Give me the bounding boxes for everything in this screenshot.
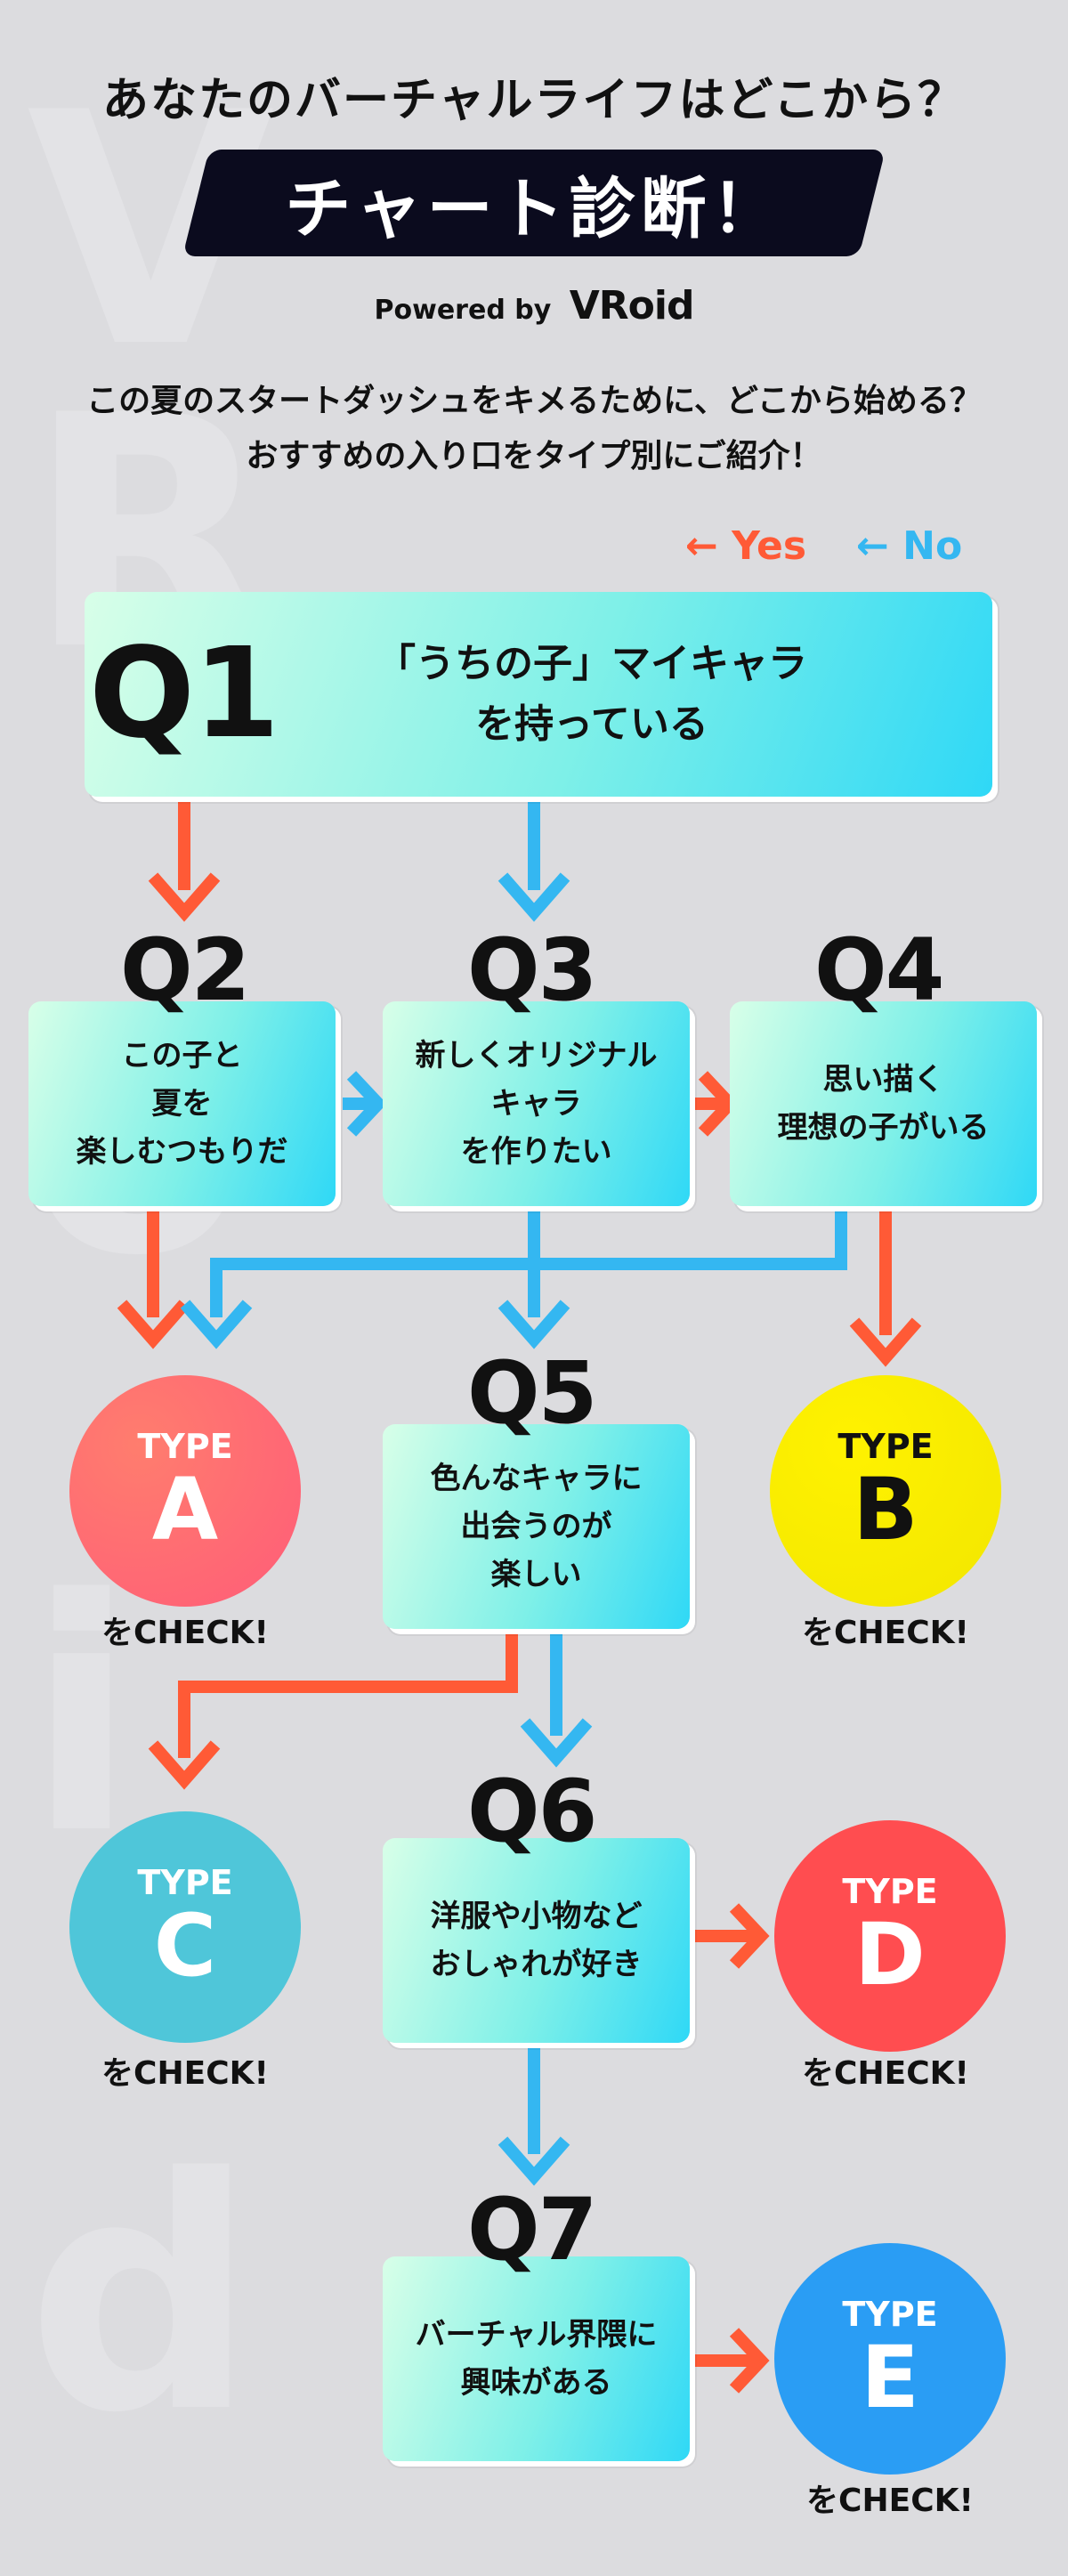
type-b-circle: TYPE B: [770, 1375, 1001, 1607]
arrow-q5-c: [178, 1629, 518, 1758]
type-c-word: TYPE: [137, 1863, 233, 1902]
question-4-label: Q4: [814, 920, 944, 1020]
type-e-check: をCHECK!: [806, 2483, 974, 2519]
type-a-letter: A: [151, 1460, 219, 1559]
q2-line-2: 夏を: [151, 1086, 213, 1122]
q7-line-1: バーチャル界隈に: [415, 2317, 658, 2353]
q5-line-2: 出会うのが: [460, 1509, 612, 1544]
type-c-letter: C: [153, 1896, 217, 1996]
question-3-box: 新しくオリジナル キャラ を作りたい: [383, 1001, 690, 1206]
type-a-circle: TYPE A: [69, 1375, 301, 1607]
type-d-circle: TYPE D: [774, 1820, 1006, 2052]
q2-line-3: 楽しむつもりだ: [76, 1134, 288, 1170]
question-3-label: Q3: [467, 920, 597, 1020]
q3-line-1: 新しくオリジナル: [415, 1038, 658, 1073]
type-a-check: をCHECK!: [101, 1615, 269, 1651]
arrowhead-q1-q2: [148, 872, 221, 922]
question-5-box: 色んなキャラに 出会うのが 楽しい: [383, 1424, 690, 1629]
q1-line-1: 「うちの子」マイキャラ: [376, 641, 807, 686]
q4-line-1: 思い描く: [822, 1062, 944, 1098]
question-4-box: 思い描く 理想の子がいる: [730, 1001, 1037, 1206]
type-e-word: TYPE: [842, 2295, 938, 2334]
q1-line-2: を持っている: [475, 701, 708, 747]
question-7-label: Q7: [467, 2180, 597, 2280]
q6-line-1: 洋服や小物など: [430, 1899, 643, 1934]
type-e-letter: E: [861, 2328, 919, 2427]
watermark-letters: i: [27, 1531, 137, 1904]
question-1-label: Q1: [89, 621, 279, 766]
type-d-letter: D: [854, 1905, 926, 2005]
q5-line-3: 楽しい: [490, 1557, 582, 1592]
arrowhead-q6-d: [729, 1903, 770, 1969]
banner-text: チャート診断！: [285, 170, 783, 247]
type-d-word: TYPE: [842, 1872, 938, 1911]
type-b-check: をCHECK!: [802, 1615, 969, 1651]
question-5-label: Q5: [467, 1343, 597, 1443]
question-6-label: Q6: [467, 1762, 597, 1861]
arrowhead-q1-q3: [498, 872, 570, 922]
question-1-box: 「うちの子」マイキャラ を持っている: [85, 592, 992, 797]
type-b-word: TYPE: [837, 1427, 934, 1466]
q3-line-3: を作りたい: [460, 1134, 612, 1170]
question-2-label: Q2: [120, 920, 250, 1020]
question-7-box: バーチャル界隈に 興味がある: [383, 2256, 690, 2461]
question-6-box: 洋服や小物など おしゃれが好き: [383, 1838, 690, 2043]
arrowhead-q7-e: [729, 2328, 770, 2394]
type-c-circle: TYPE C: [69, 1811, 301, 2043]
vroid-logo: VRoid: [569, 283, 695, 328]
powered-by: Powered by VRoid: [0, 283, 1068, 328]
arrowhead-q2-a: [117, 1300, 190, 1349]
type-b-letter: B: [853, 1460, 918, 1559]
q2-line-1: この子と: [121, 1038, 243, 1073]
question-2-box: この子と 夏を 楽しむつもりだ: [28, 1001, 336, 1206]
intro-line-1: この夏のスタートダッシュをキメるために、どこから始める？: [86, 383, 982, 419]
legend-no: ← No: [856, 523, 963, 569]
q5-line-1: 色んなキャラに: [430, 1461, 643, 1496]
legend-yes: ← Yes: [685, 523, 807, 569]
q3-line-2: キャラ: [490, 1086, 582, 1122]
page-title: あなたのバーチャルライフはどこから？: [102, 74, 966, 127]
intro-line-2: おすすめの入り口をタイプ別にご紹介！: [246, 438, 822, 474]
q7-line-2: 興味がある: [460, 2365, 612, 2401]
q4-line-2: 理想の子がいる: [777, 1110, 990, 1146]
arrowhead-q4-b: [849, 1317, 922, 1367]
watermark-letters: d: [27, 2110, 256, 2483]
intro-text: この夏のスタートダッシュをキメるために、どこから始める？ おすすめの入り口をタイ…: [0, 374, 1068, 484]
type-d-check: をCHECK!: [802, 2055, 969, 2092]
type-a-word: TYPE: [137, 1427, 233, 1466]
type-e-circle: TYPE E: [774, 2243, 1006, 2475]
type-c-check: をCHECK!: [101, 2055, 269, 2092]
powered-by-label: Powered by: [374, 295, 552, 326]
arrowhead-q2-q3: [346, 1071, 387, 1137]
q6-line-2: おしゃれが好き: [430, 1947, 643, 1982]
